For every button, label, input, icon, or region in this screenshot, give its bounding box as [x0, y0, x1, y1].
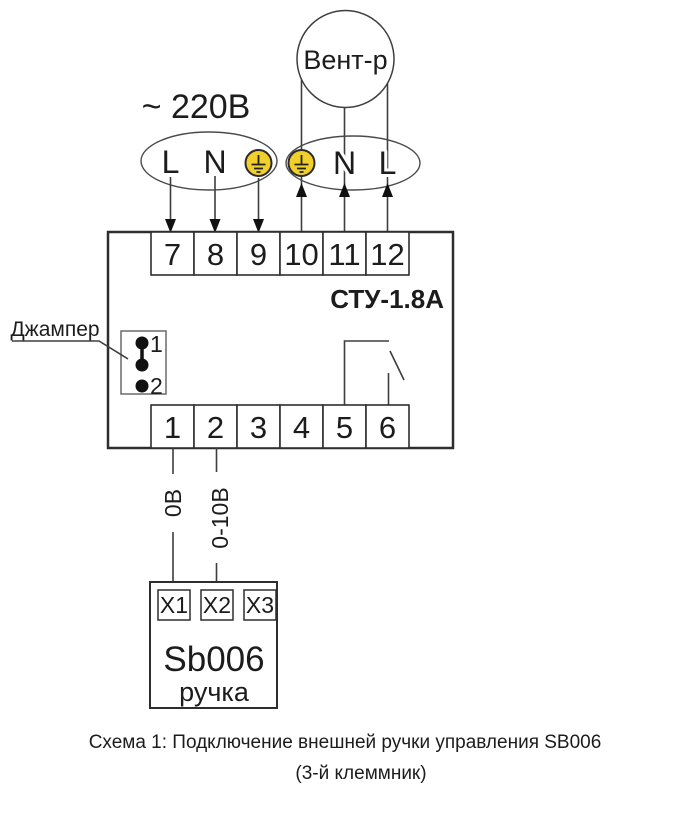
bottom-terminal-row: 1 2 3 4 5 6 [150, 404, 410, 449]
mains-terminal-block: L N [140, 131, 278, 233]
jumper-callout-line [12, 340, 129, 360]
relay-contact-symbol [343, 340, 405, 405]
terminal-6-label: 6 [379, 410, 396, 445]
terminal-2 [193, 404, 238, 449]
terminal-3 [236, 404, 281, 449]
earth-icon-glyph [294, 155, 309, 173]
earth-icon [287, 149, 316, 177]
knob-terminal-x3 [243, 589, 277, 621]
terminal-4-label: 4 [293, 410, 310, 445]
jumper-pin1-label: 1 [150, 331, 163, 357]
terminal-5-label: 5 [336, 410, 353, 445]
terminal-3-label: 3 [250, 410, 267, 445]
knob-terminal-x1 [157, 589, 191, 621]
relay-common-line [343, 340, 389, 405]
arrow-up-n [339, 183, 350, 197]
terminal-5 [322, 404, 367, 449]
caption-line1: Схема 1: Подключение внешней ручки управ… [89, 732, 602, 753]
terminal-4 [279, 404, 324, 449]
knob-name-label: ручка [179, 677, 250, 707]
jumper-pin1-dot [135, 336, 149, 350]
knob-model-label: Sb006 [163, 640, 264, 679]
terminal-2-label: 2 [207, 410, 224, 445]
jumper-callout: Джампер [10, 318, 129, 360]
terminal-9 [236, 231, 281, 276]
controller-unit: 7 8 9 10 11 12 СТУ-1.8А 1 2 Джампер [10, 230, 455, 450]
terminal-6 [365, 404, 410, 449]
mains-voltage-label: ~ 220В [142, 88, 251, 126]
earth-icon-glyph [251, 155, 266, 173]
wire-0-10v-label: 0-10В [207, 487, 233, 548]
jumper-label: Джампер [10, 318, 99, 341]
terminal-8-label: 8 [207, 237, 224, 272]
fan-terminal-l-label: L [379, 145, 397, 181]
mains-l-label: L [162, 144, 180, 180]
arrow-up-l [382, 183, 393, 197]
relay-blade [389, 350, 405, 381]
terminal-1-label: 1 [164, 410, 181, 445]
mains-terminal-ellipse [140, 131, 278, 191]
earth-icon [244, 149, 273, 177]
knob-unit: X1 X2 X3 Sb006 ручка [149, 581, 278, 709]
fan-label: Вент-р [303, 45, 387, 75]
jumper-pin2-dot [135, 379, 149, 393]
fan-terminal-block: N L [285, 135, 421, 197]
arrow-down-earth [253, 219, 264, 233]
terminal-9-label: 9 [250, 237, 267, 272]
arrow-down-n [209, 219, 221, 233]
terminal-8 [193, 231, 238, 276]
figure-caption: Схема 1: Подключение внешней ручки управ… [89, 732, 602, 784]
fan-circle [296, 9, 395, 109]
caption-line2: (3-й клеммник) [295, 763, 426, 784]
knob-terminal-x3-label: X3 [246, 592, 274, 618]
mains-n-label: N [203, 144, 226, 180]
knob-wires: 0В 0-10В [160, 448, 233, 582]
arrow-down-l [165, 219, 176, 233]
controller-model-label: СТУ-1.8А [330, 284, 444, 314]
terminal-10-label: 10 [284, 237, 318, 272]
knob-terminal-x2 [200, 589, 234, 621]
terminal-12 [365, 231, 410, 276]
top-terminal-row: 7 8 9 10 11 12 [150, 231, 410, 276]
terminal-11-label: 11 [328, 237, 360, 272]
fan-symbol: Вент-р [296, 9, 395, 109]
terminal-12-label: 12 [370, 237, 404, 272]
jumper-pin2-label: 2 [150, 373, 163, 399]
jumper-pin-mid-dot [135, 358, 149, 372]
fan-terminal-n-label: N [333, 145, 356, 181]
wire-0v-label: 0В [160, 489, 186, 517]
fan-terminal-ellipse [285, 135, 421, 191]
jumper-block: 1 2 [120, 330, 167, 399]
terminal-10 [279, 231, 324, 276]
terminal-7-label: 7 [164, 237, 181, 272]
arrow-up-earth [296, 183, 307, 197]
knob-terminal-x2-label: X2 [203, 592, 231, 618]
knob-terminal-x1-label: X1 [160, 592, 188, 618]
